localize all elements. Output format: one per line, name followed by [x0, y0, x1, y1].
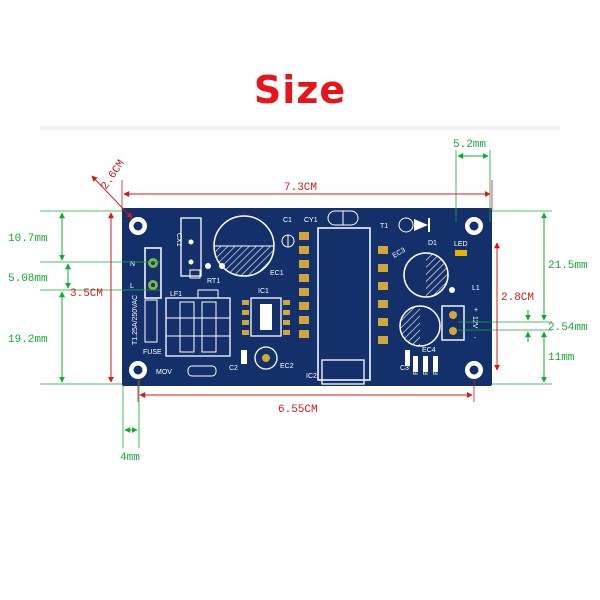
label-fuse: FUSE: [143, 349, 162, 356]
label-bottom-hole-offset: 4mm: [120, 452, 140, 464]
dimension-right-pitch: 2.54mm: [525, 310, 588, 342]
label-right-height: 2.8CM: [501, 292, 534, 304]
ec2-capacitor: EC2 C2: [229, 346, 294, 372]
page-title: Size: [253, 68, 347, 112]
dimension-width-top: 7.3CM: [121, 180, 493, 210]
ic1-chip: IC1: [242, 288, 290, 337]
ec4-capacitor: EC4: [399, 305, 441, 354]
ic2-chip: IC2: [306, 359, 365, 385]
label-ec4: EC4: [422, 347, 436, 354]
d1-diode: D1: [398, 217, 437, 247]
label-left-bottom: 19.2mm: [8, 334, 48, 346]
label-c1: C1: [283, 217, 292, 224]
mounting-hole-top-left: [129, 217, 147, 235]
label-ec1: EC1: [270, 270, 284, 277]
ec3-capacitor: EC3: [392, 247, 449, 298]
label-left-top: 10.7mm: [8, 233, 48, 245]
label-left-height: 3.5CM: [70, 288, 103, 300]
label-width-bottom: 6.55CM: [278, 404, 318, 416]
t1-transformer: T1: [317, 223, 388, 381]
label-t1: T1: [380, 223, 388, 230]
mov-varistor: MOV: [156, 365, 217, 377]
label-rt1: RT1: [207, 278, 220, 285]
transformer-pins-left: [299, 232, 309, 338]
lf1-filter: LF1: [165, 291, 231, 357]
label-right-hole-offset: 5.2mm: [453, 139, 486, 151]
label-right-bottom: 11mm: [548, 352, 575, 364]
l1-inductor: L1: [449, 285, 480, 293]
output-resistors: R2 R3 R4 C3: [400, 350, 440, 375]
label-cy1: CY1: [304, 217, 318, 224]
label-left-pitch: 5.08mm: [8, 273, 48, 285]
led-indicator: LED: [454, 241, 468, 256]
cy1-capacitor: CY1: [304, 210, 359, 226]
pcb-board: N L CX1 EC1 RT1 C1: [122, 208, 492, 386]
label-cx1: CX1: [175, 233, 182, 247]
transformer-pins-right: [378, 246, 388, 344]
label-r4: R4: [433, 366, 440, 375]
mounting-hole-top-right: [465, 217, 483, 235]
fuse-holder: T1.25A/250VAC FUSE: [132, 289, 219, 356]
c1-capacitor: C1: [281, 217, 295, 248]
label-ec2: EC2: [280, 363, 294, 370]
input-terminal: N L: [130, 247, 162, 299]
label-r2: R2: [413, 366, 420, 375]
label-minus: -: [474, 335, 477, 342]
ec1-capacitor: EC1: [213, 215, 284, 277]
dimension-width-bottom: 6.55CM: [137, 380, 475, 416]
label-right-top: 21.5mm: [548, 260, 588, 272]
label-plus: +: [474, 307, 478, 314]
mounting-hole-bottom-left: [129, 361, 147, 379]
label-corner-hole: 2.6CM: [99, 158, 127, 192]
dimension-left-bottom: 19.2mm: [8, 291, 65, 383]
rt1-thermistor: RT1: [189, 263, 225, 285]
mounting-hole-bottom-right: [465, 361, 483, 379]
dimension-right-top: 21.5mm: [541, 212, 588, 321]
dimension-left-pitch: 5.08mm: [8, 263, 71, 289]
dimension-right-bottom: 11mm: [541, 331, 575, 383]
label-right-pitch: 2.54mm: [548, 322, 588, 334]
label-led: LED: [454, 241, 468, 248]
cx1-capacitor: CX1: [175, 217, 202, 277]
dimension-left-top: 10.7mm: [8, 212, 65, 261]
label-c3: C3: [400, 365, 409, 372]
label-fuse-rating: T1.25A/250VAC: [132, 295, 139, 345]
label-c2: C2: [229, 365, 238, 372]
label-l: L: [130, 283, 134, 290]
right-extension-lines: [458, 210, 552, 385]
label-n: N: [130, 261, 135, 268]
dimension-right-hole-offset: 5.2mm: [453, 139, 491, 222]
dimension-bottom-hole-offset: 4mm: [120, 380, 140, 464]
label-lf1: LF1: [170, 291, 182, 298]
label-width-top: 7.3CM: [284, 182, 317, 194]
label-ic1: IC1: [258, 288, 269, 295]
dimension-right-height: 2.8CM: [494, 242, 534, 371]
label-r3: R3: [423, 366, 430, 375]
label-d1: D1: [428, 240, 437, 247]
label-l1: L1: [472, 285, 480, 292]
label-ic2: IC2: [306, 373, 317, 380]
dimension-left-height: 3.5CM: [70, 212, 114, 383]
label-mov: MOV: [156, 369, 172, 376]
left-extension-lines: [40, 210, 160, 385]
